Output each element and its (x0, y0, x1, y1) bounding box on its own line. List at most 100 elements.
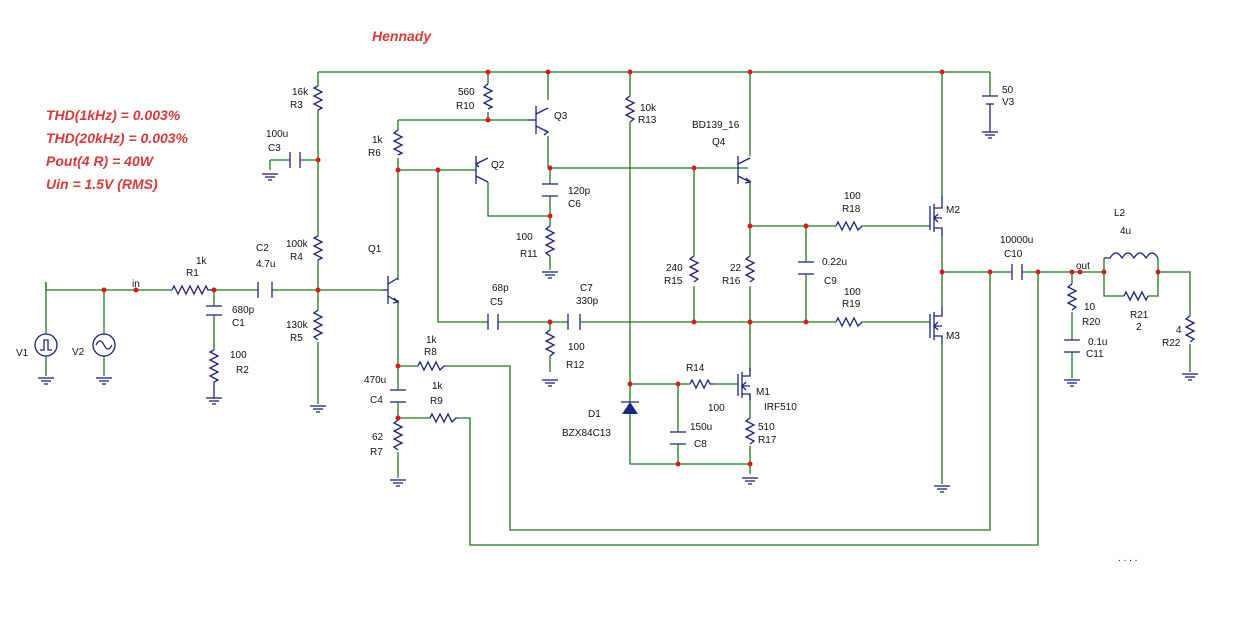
r10-name: R10 (456, 101, 475, 112)
ground-symbols (37, 131, 1199, 493)
resistor-r19 (835, 316, 863, 328)
c6-value: 120p (568, 186, 591, 197)
r16-name: R16 (722, 276, 741, 287)
r6-name: R6 (368, 148, 381, 159)
q3-name: Q3 (554, 111, 568, 122)
mosfet-m3 (929, 306, 943, 344)
r21-value: 2 (1136, 322, 1142, 333)
mosfet-m1 (737, 368, 751, 400)
r15-name: R15 (664, 276, 683, 287)
c9-value: 0.22u (822, 257, 847, 268)
resistor-r8 (417, 360, 446, 372)
sine-source-v2 (92, 333, 116, 357)
r14-name: R14 (686, 363, 705, 374)
r12-value: 100 (568, 342, 585, 353)
pulse-source-v1 (34, 333, 58, 357)
c1-value: 680p (232, 305, 255, 316)
v3-value: 50 (1002, 85, 1014, 96)
r5-name: R5 (290, 333, 303, 344)
net-out-label: out (1076, 261, 1090, 272)
r22-value: 4 (1176, 325, 1182, 336)
spec-thd-20khz: THD(20kHz) = 0.003% (46, 130, 189, 146)
r13-value: 10k (640, 103, 657, 114)
r7-name: R7 (370, 447, 383, 458)
c2-value: 4.7u (256, 259, 275, 270)
q2-name: Q2 (491, 160, 505, 171)
resistor-r1 (171, 284, 212, 296)
c6-name: C6 (568, 199, 581, 210)
transistor-q2 (474, 156, 489, 184)
r20-name: R20 (1082, 317, 1101, 328)
l2-name: L2 (1114, 208, 1126, 219)
spec-uin: Uin = 1.5V (RMS) (46, 176, 158, 192)
resistor-r20 (1066, 283, 1078, 311)
resistor-r2 (208, 349, 220, 398)
r20-value: 10 (1084, 302, 1096, 313)
inductor-l2 (1104, 252, 1159, 260)
capacitor-c5 (487, 314, 499, 330)
r4-value: 100k (286, 239, 309, 250)
resistor-r16 (744, 255, 756, 283)
c4-value: 470u (364, 375, 386, 386)
c1-name: C1 (232, 318, 245, 329)
resistor-r21 (1123, 290, 1149, 302)
resistor-r9 (429, 412, 458, 424)
battery-v3 (982, 95, 998, 132)
capacitor-c11 (1064, 339, 1080, 353)
transistor-q3 (528, 106, 550, 136)
capacitor-c2 (257, 282, 273, 298)
resistor-r18 (835, 220, 863, 232)
m3-name: M3 (946, 331, 960, 342)
r8-value: 1k (426, 335, 438, 346)
capacitor-c3 (289, 152, 301, 168)
l2-value: 4u (1120, 226, 1131, 237)
c7-name: C7 (580, 283, 593, 294)
r8-name: R8 (424, 347, 437, 358)
c7-value: 330p (576, 296, 599, 307)
resistor-r12 (544, 329, 556, 357)
r14-value: 100 (708, 403, 725, 414)
capacitor-c9 (798, 261, 814, 275)
resistor-r13 (624, 95, 636, 123)
r16-value: 22 (730, 263, 742, 274)
r19-name: R19 (842, 299, 861, 310)
r2-value: 100 (230, 350, 247, 361)
r9-value: 1k (432, 381, 444, 392)
resistor-r15 (688, 255, 700, 283)
v3-name: V3 (1002, 97, 1015, 108)
transistor-q1 (382, 276, 400, 304)
r4-name: R4 (290, 252, 303, 263)
q4-name: Q4 (712, 137, 726, 148)
capacitor-c6 (542, 183, 558, 197)
resistor-r22 (1184, 315, 1196, 343)
capacitor-c4 (390, 389, 406, 403)
capacitor-c8 (670, 431, 686, 445)
r9-name: R9 (430, 396, 443, 407)
c10-name: C10 (1004, 249, 1023, 260)
c9-name: C9 (824, 276, 837, 287)
spec-pout: Pout(4 R) = 40W (46, 153, 155, 169)
c8-name: C8 (694, 439, 707, 450)
resistor-r11 (544, 225, 556, 257)
r18-value: 100 (844, 191, 861, 202)
mosfet-m2 (929, 196, 943, 236)
c5-name: C5 (490, 297, 503, 308)
spec-thd-1khz: THD(1kHz) = 0.003% (46, 107, 181, 123)
c8-value: 150u (690, 422, 712, 433)
v1-name: V1 (16, 348, 29, 359)
r22-name: R22 (1162, 338, 1181, 349)
capacitor-c7 (567, 314, 581, 330)
r11-name: R11 (520, 249, 538, 260)
r17-value: 510 (758, 422, 775, 433)
c3-value: 100u (266, 129, 288, 140)
r12-name: R12 (566, 360, 585, 371)
r3-name: R3 (290, 100, 303, 111)
r13-name: R13 (638, 115, 657, 126)
m2-name: M2 (946, 205, 960, 216)
capacitor-c10 (1011, 264, 1023, 280)
resistor-r17 (744, 417, 756, 445)
components (34, 83, 1196, 451)
r1-name: R1 (186, 268, 199, 279)
r10-value: 560 (458, 87, 475, 98)
